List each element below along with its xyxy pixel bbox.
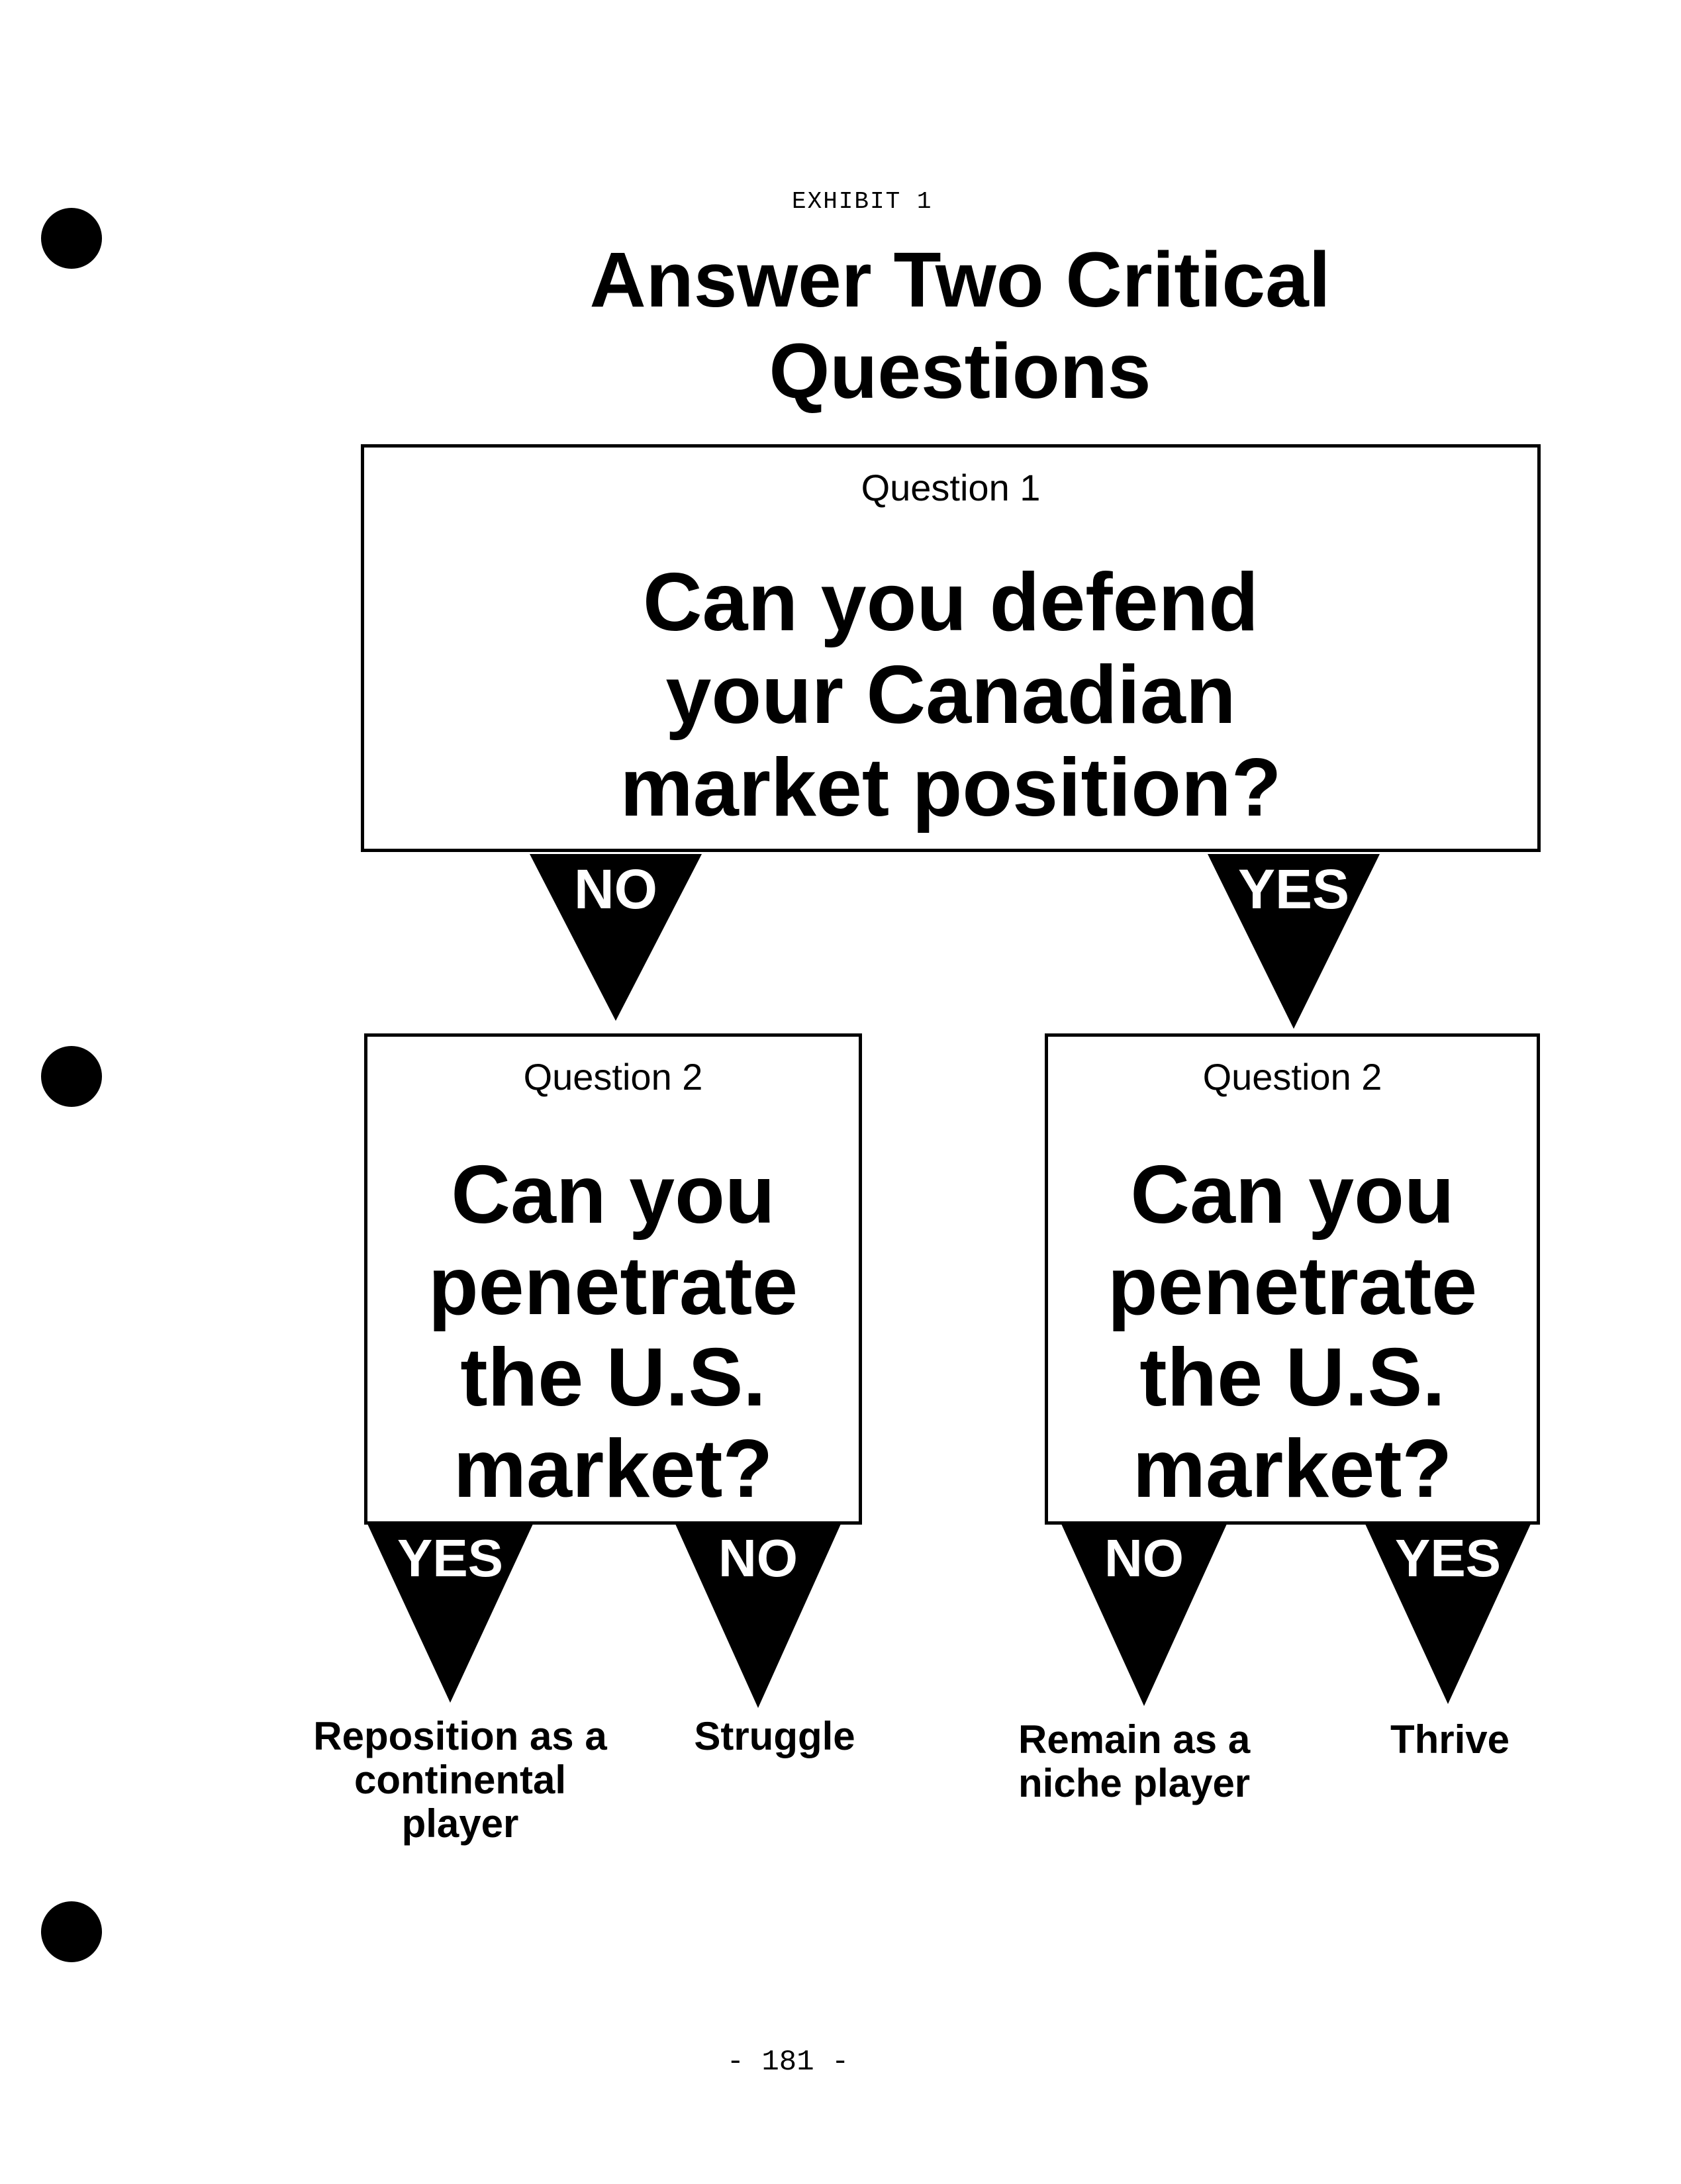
binder-hole — [41, 1046, 102, 1107]
question-2-right-label: Question 2 — [1202, 1056, 1382, 1098]
q2-left-yes-arrow — [367, 1524, 533, 1703]
exhibit-label: EXHIBIT 1 — [792, 188, 933, 215]
question-1-text: Can you defend your Canadian market posi… — [620, 557, 1282, 833]
q1-no-arrow — [530, 854, 702, 1021]
q1-yes-label: YES — [1237, 858, 1350, 920]
q2-left-no-label: NO — [718, 1529, 798, 1588]
q2-right-no-label: NO — [1104, 1529, 1184, 1588]
q2-right-yes-label: YES — [1394, 1529, 1502, 1588]
question-2-left-text: Can you penetrate the U.S. market? — [428, 1149, 798, 1515]
q2-left-yes-label: YES — [397, 1529, 504, 1588]
q2-right-yes-arrow — [1365, 1524, 1531, 1704]
q1-yes-arrow — [1208, 854, 1380, 1029]
title-line-1: Answer Two Critical — [589, 236, 1331, 324]
outcome-thrive: Thrive — [1390, 1717, 1510, 1762]
binder-hole — [41, 1901, 102, 1962]
q2-right-no-arrow — [1061, 1524, 1227, 1706]
question-2-left-label: Question 2 — [523, 1056, 703, 1098]
title-line-2: Questions — [769, 328, 1151, 415]
q1-no-label: NO — [574, 858, 657, 920]
question-1-label: Question 1 — [861, 467, 1041, 508]
question-2-left-box: Question 2 Can you penetrate the U.S. ma… — [364, 1033, 862, 1525]
question-2-right-box: Question 2 Can you penetrate the U.S. ma… — [1045, 1033, 1540, 1525]
question-2-right-text: Can you penetrate the U.S. market? — [1107, 1149, 1478, 1515]
outcome-niche-player: Remain as a niche player — [1018, 1717, 1251, 1805]
binder-hole — [41, 208, 102, 269]
q2-left-no-arrow — [675, 1524, 841, 1708]
outcome-struggle: Struggle — [694, 1714, 855, 1758]
question-1-box: Question 1 Can you defend your Canadian … — [361, 444, 1541, 852]
page-number: - 181 - — [726, 2046, 849, 2079]
outcome-reposition: Reposition as a continental player — [313, 1714, 607, 1846]
page-title: Answer Two Critical Questions — [397, 234, 1523, 417]
